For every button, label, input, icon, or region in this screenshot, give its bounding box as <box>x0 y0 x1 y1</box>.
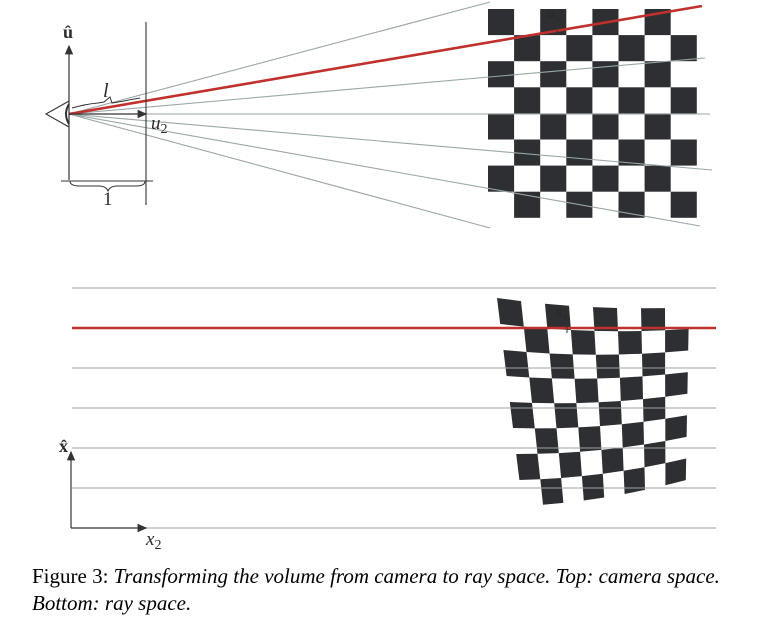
xk-label-sub: k <box>563 312 569 324</box>
checker-square <box>488 165 515 192</box>
checker-square <box>592 113 619 140</box>
checker-square <box>644 113 671 140</box>
checker-square <box>497 298 524 327</box>
x-hat-label: x̂ <box>59 436 68 456</box>
unit-brace <box>69 180 146 193</box>
camera-space-panel: û l u2 1 uk <box>44 1 713 229</box>
ray-space-panel: x̂ x2 xk <box>59 287 716 553</box>
figure-caption: Figure 3: Transforming the volume from c… <box>32 563 752 617</box>
checker-square <box>642 352 666 377</box>
xk-label-main: x <box>555 304 563 321</box>
x2-label: x2 <box>145 529 161 553</box>
checker-square <box>644 165 671 192</box>
checker-square <box>566 35 593 62</box>
checker-square <box>529 377 555 404</box>
eye-icon <box>44 100 70 128</box>
checker-square <box>545 303 571 330</box>
checker-square <box>665 415 687 441</box>
checker-square <box>523 326 550 354</box>
checker-square <box>540 478 564 505</box>
checker-square <box>566 87 593 114</box>
camera-ray <box>68 113 701 227</box>
checker-square <box>488 113 515 140</box>
checker-square <box>578 426 602 452</box>
checker-square <box>488 61 515 88</box>
checker-square <box>598 401 622 427</box>
checker-square <box>534 428 559 454</box>
checker-square <box>665 458 687 486</box>
x2-label-sub: 2 <box>154 538 161 553</box>
checker-square <box>540 113 567 140</box>
checker-square <box>549 353 575 379</box>
checker-square <box>644 61 671 88</box>
uk-label-main: u <box>546 5 555 22</box>
checker-square <box>581 473 605 501</box>
length-brace <box>71 96 141 109</box>
uk-label-sub: k <box>555 13 561 25</box>
checker-square <box>554 403 579 429</box>
checker-square <box>540 165 567 192</box>
checker-square <box>618 35 645 62</box>
checker-square <box>516 453 541 480</box>
checker-square <box>621 421 644 448</box>
x2-label-main: x <box>145 529 155 550</box>
checker-square <box>558 451 582 478</box>
checker-square <box>670 139 697 166</box>
xk-label: xk <box>555 304 569 324</box>
checker-square <box>593 307 618 332</box>
checker-square <box>592 165 619 192</box>
checker-square <box>540 61 567 88</box>
checker-square <box>601 447 624 474</box>
checker-square <box>618 331 642 355</box>
checker-square <box>514 139 541 166</box>
checker-square <box>592 61 619 88</box>
checker-square <box>665 372 688 397</box>
highlighted-camera-ray <box>68 4 703 116</box>
checker-square <box>619 376 643 401</box>
eye-lens <box>65 103 70 125</box>
checker-square <box>514 35 541 62</box>
checker-square <box>641 308 666 331</box>
checker-square <box>643 396 666 422</box>
checker-square <box>488 9 515 36</box>
ray-space-checkerboard <box>497 298 689 505</box>
checker-square <box>618 139 645 166</box>
checker-square <box>574 378 599 404</box>
checker-square <box>670 87 697 114</box>
checker-square <box>595 354 620 379</box>
checker-square <box>509 402 535 429</box>
checker-square <box>665 328 689 353</box>
camera-ray <box>68 1 491 115</box>
checker-square <box>644 441 666 468</box>
camera-ray <box>68 113 491 229</box>
caption-number: Figure 3: <box>32 564 109 588</box>
u2-label-main: u <box>151 113 161 134</box>
checker-square <box>503 350 530 378</box>
one-label: 1 <box>103 189 113 210</box>
checker-square <box>670 191 697 218</box>
checker-square <box>566 139 593 166</box>
camera-rays <box>68 1 713 229</box>
checker-square <box>514 191 541 218</box>
checker-square <box>670 35 697 62</box>
checker-square <box>623 467 645 494</box>
parallel-rays <box>72 287 716 529</box>
figure-illustration: û l u2 1 uk x̂ x2 xk <box>44 1 716 553</box>
l-label: l <box>103 80 109 102</box>
uk-label: uk <box>546 5 561 25</box>
checker-square <box>570 330 596 355</box>
checker-square <box>618 87 645 114</box>
camera-ray <box>68 113 713 171</box>
caption-text: Transforming the volume from camera to r… <box>32 564 720 615</box>
u2-label: u2 <box>151 113 168 137</box>
u-hat-label: û <box>63 22 73 42</box>
u2-label-sub: 2 <box>161 122 168 137</box>
camera-ray <box>68 57 706 115</box>
checker-square <box>514 87 541 114</box>
camera-space-checkerboard <box>488 9 697 218</box>
